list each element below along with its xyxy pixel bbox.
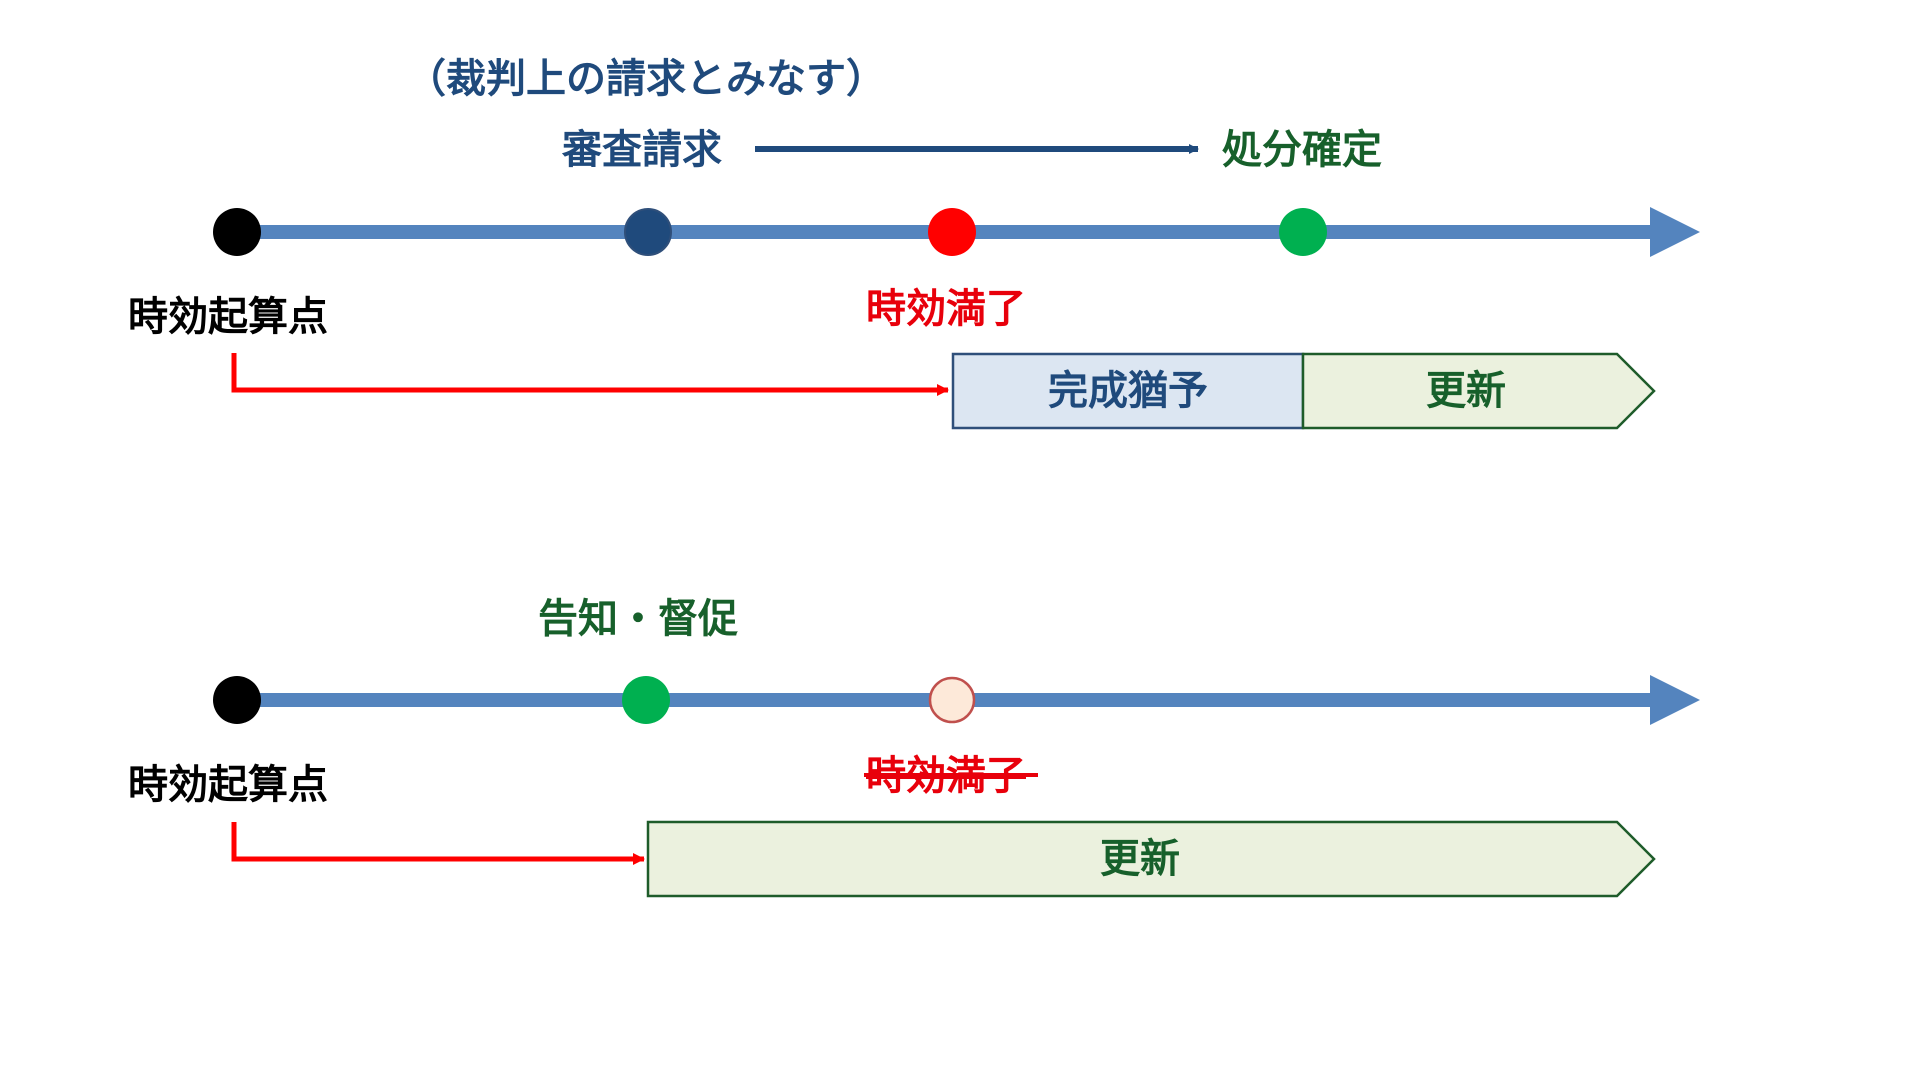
bottom-renewal-box bbox=[646, 820, 1656, 898]
top-note: （裁判上の請求とみなす） bbox=[406, 56, 886, 102]
top-review-dot bbox=[624, 208, 672, 256]
suspension-box bbox=[951, 352, 1305, 430]
bottom-notice-dot bbox=[622, 676, 670, 724]
bottom-expiry-hollow-dot bbox=[928, 676, 976, 724]
top-renewal-label: 更新 bbox=[1426, 368, 1506, 414]
bottom-renewal-label: 更新 bbox=[1100, 836, 1180, 882]
top-diagram: （裁判上の請求とみなす） 審査請求 処分確定 時効起算点 時効満了 完成猶予 更… bbox=[128, 56, 1700, 430]
top-elapsed-arrow bbox=[231, 353, 949, 396]
top-expiry-label: 時効満了 bbox=[866, 286, 1026, 332]
bottom-start-label: 時効起算点 bbox=[128, 762, 328, 808]
top-expiry-dot bbox=[928, 208, 976, 256]
notice-label: 告知・督促 bbox=[538, 596, 738, 642]
top-final-dot bbox=[1279, 208, 1327, 256]
top-renewal-box bbox=[1301, 352, 1656, 430]
bottom-start-dot bbox=[213, 676, 261, 724]
suspension-label: 完成猶予 bbox=[1048, 368, 1208, 414]
top-start-label: 時効起算点 bbox=[128, 294, 328, 340]
top-start-dot bbox=[213, 208, 261, 256]
bottom-timeline-arrowhead bbox=[1650, 675, 1700, 725]
bottom-elapsed-arrow bbox=[231, 822, 645, 865]
top-timeline-arrowhead bbox=[1650, 207, 1700, 257]
disposition-final-label: 処分確定 bbox=[1222, 127, 1382, 173]
review-request-label: 審査請求 bbox=[561, 127, 722, 173]
bottom-diagram: 告知・督促 時効起算点 時効満了 更新 bbox=[128, 596, 1700, 898]
